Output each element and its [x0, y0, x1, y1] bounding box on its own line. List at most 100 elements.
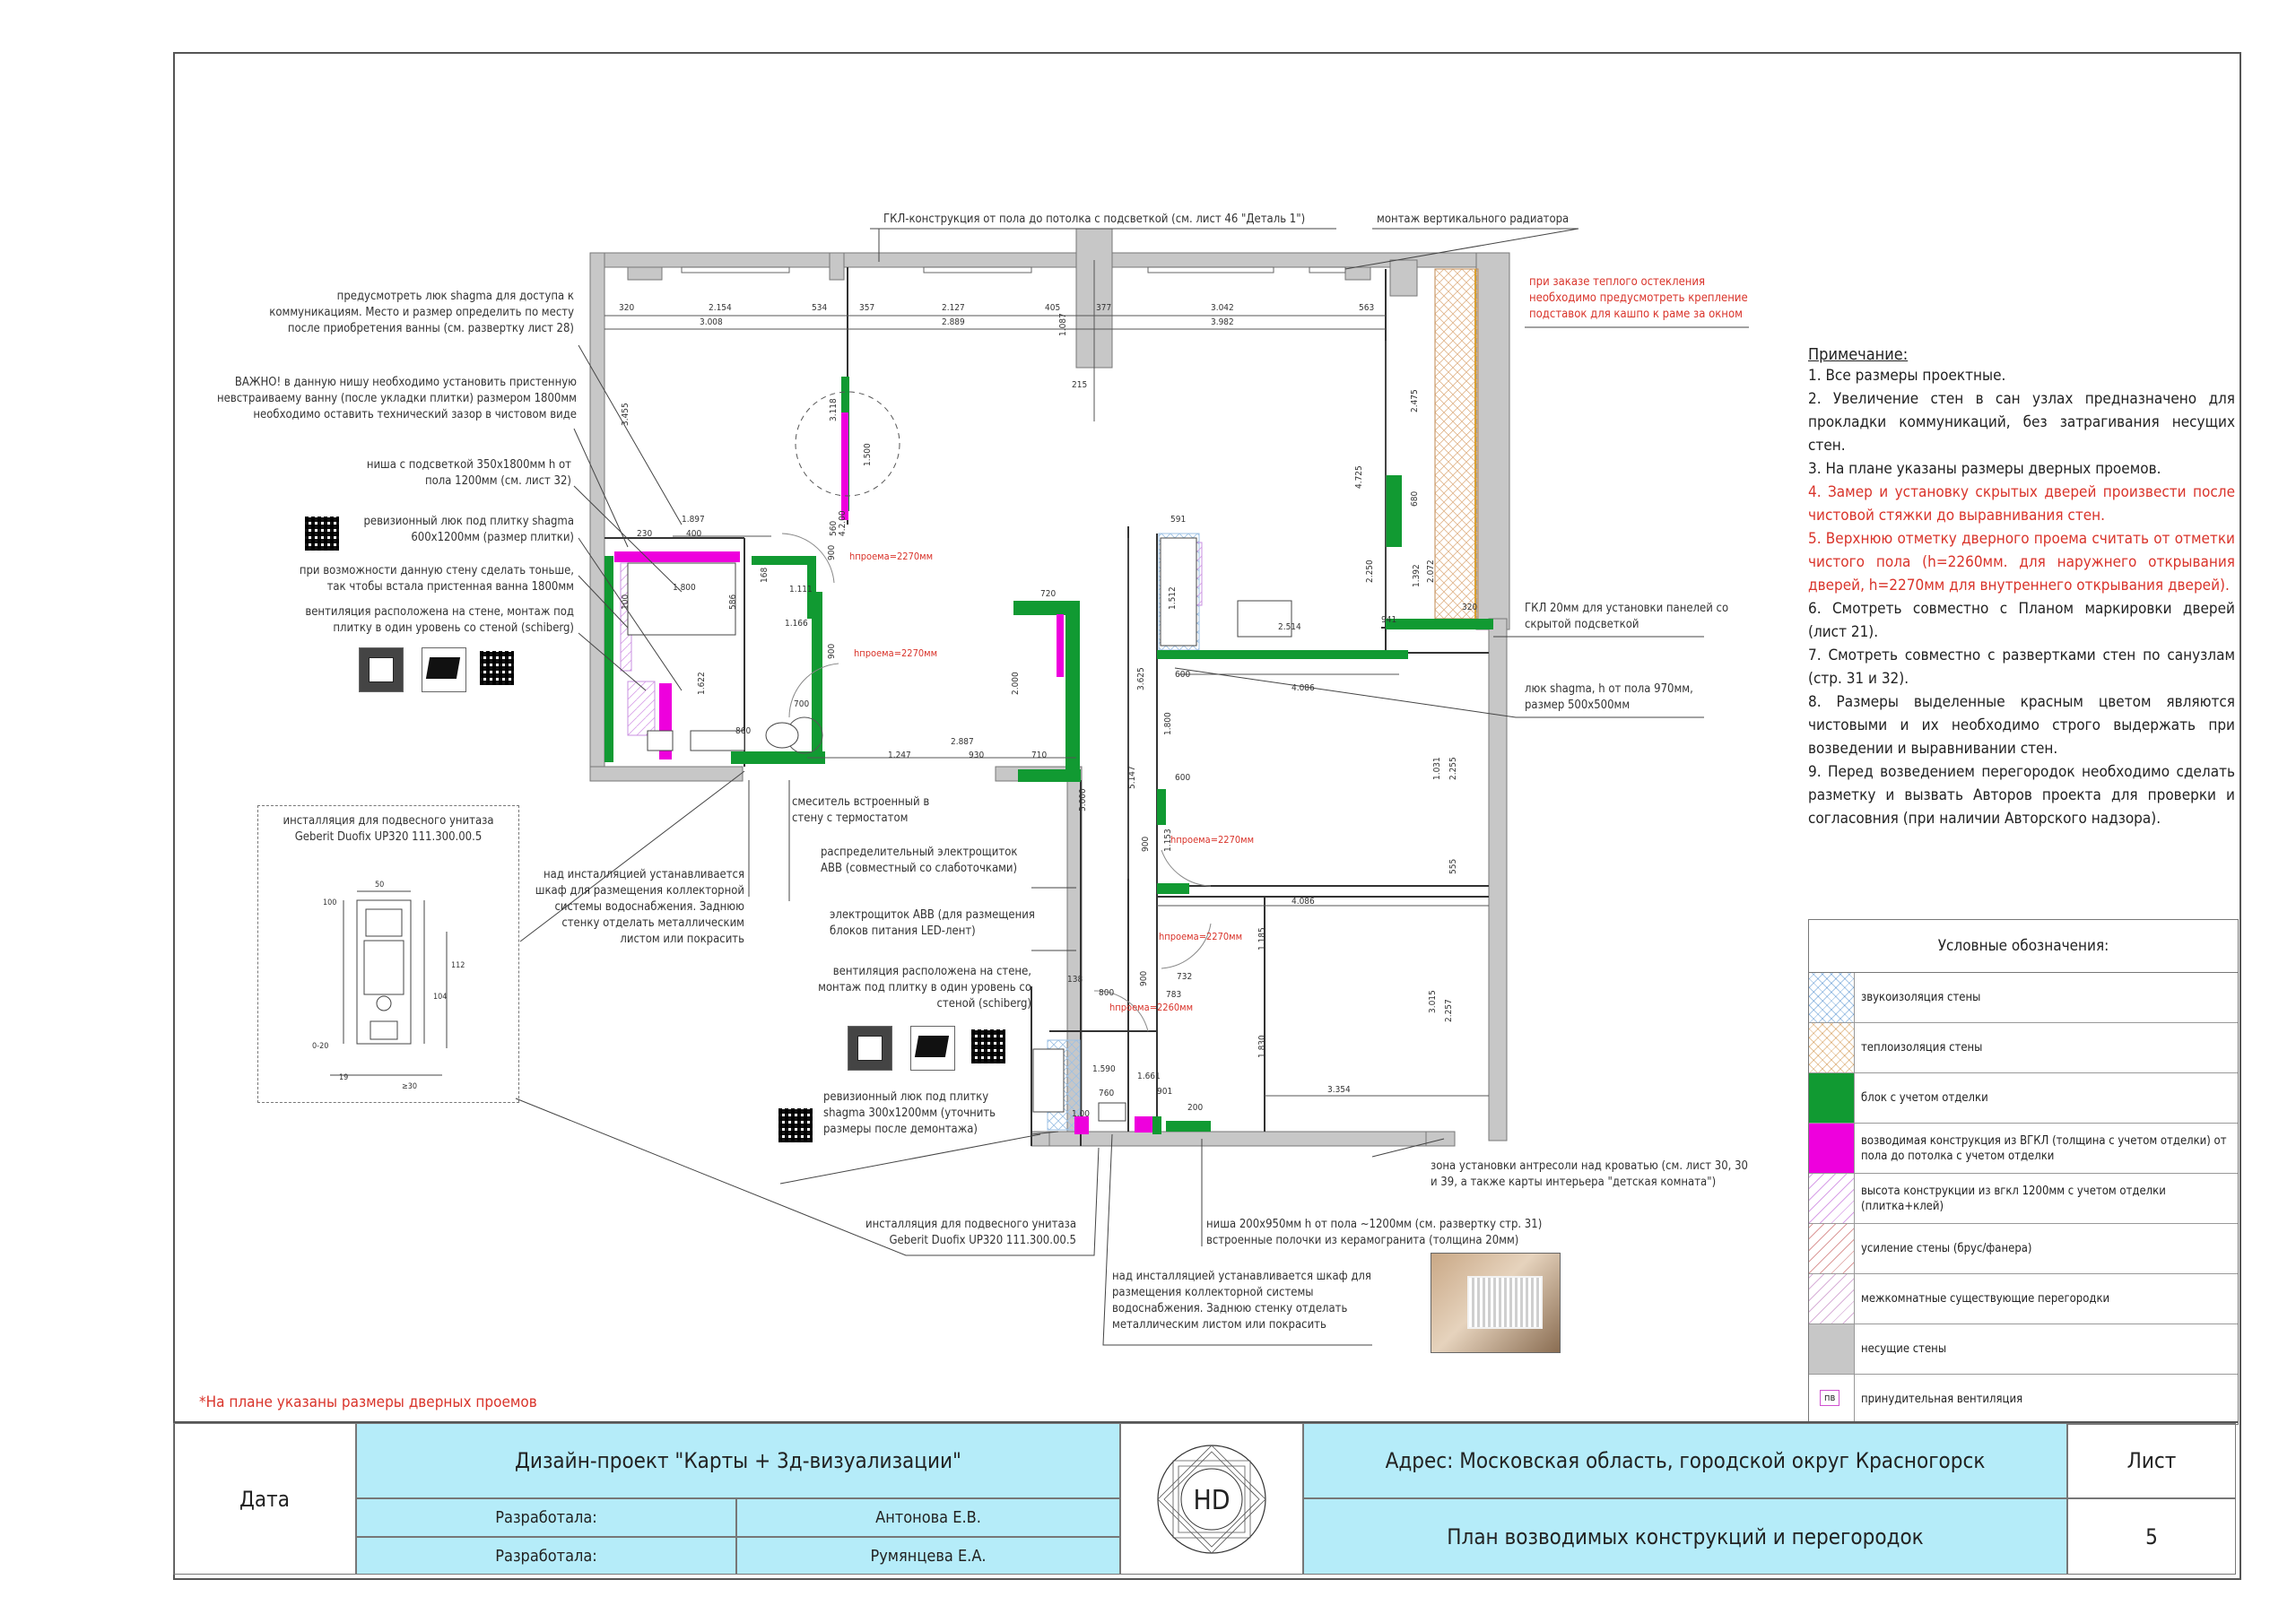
door-height-label: hпроема=2270мм: [1170, 834, 1254, 846]
svg-text:3.982: 3.982: [1211, 317, 1234, 327]
svg-text:1.661: 1.661: [1137, 1072, 1161, 1081]
legend-swatch: [1809, 973, 1855, 1022]
svg-text:104: 104: [433, 993, 447, 1002]
legend-row: блок с учетом отделки: [1809, 1073, 2238, 1124]
callout-radiator: монтаж вертикального радиатора: [1377, 213, 1570, 226]
vent-grille-photo: [910, 1026, 955, 1071]
developer-label-1: Разработала:: [356, 1498, 736, 1537]
vent-grille-photo: [848, 1026, 892, 1071]
callout-mixer: смеситель встроенный в стену с термостат…: [792, 795, 930, 825]
callout-collector-2: над инсталляцией устанавливается шкаф дл…: [1112, 1270, 1371, 1332]
svg-text:534: 534: [812, 303, 827, 313]
developer-label-2: Разработала:: [356, 1537, 736, 1575]
callout-gkl-20: ГКЛ 20мм для установки панелей со скрыто…: [1525, 602, 1729, 631]
svg-text:≥30: ≥30: [402, 1082, 417, 1091]
developer-name-2: Румянцева Е.А.: [736, 1537, 1120, 1575]
note-item: 1. Все размеры проектные.: [1808, 367, 2006, 385]
svg-text:405: 405: [1045, 303, 1060, 313]
sheet-number: 5: [2067, 1498, 2236, 1575]
callout-shagma-2: люк shagma, h от пола 970мм, размер 500х…: [1525, 682, 1693, 712]
svg-text:860: 860: [735, 726, 751, 736]
callout-niche-light: ниша с подсветкой 350х1800мм h от пола 1…: [366, 458, 571, 488]
svg-text:2.072: 2.072: [1426, 560, 1436, 583]
svg-text:2.127: 2.127: [942, 303, 965, 313]
qr-code-icon: [971, 1029, 1005, 1063]
legend: Условные обозначения: звукоизоляция стен…: [1808, 919, 2239, 1425]
legend-label: высота конструкции из вгкл 1200мм с учет…: [1861, 1184, 2166, 1213]
svg-text:941: 941: [1381, 615, 1396, 625]
svg-text:230: 230: [637, 529, 652, 539]
svg-text:720: 720: [1040, 589, 1056, 599]
svg-text:377: 377: [1096, 303, 1111, 313]
legend-swatch: [1809, 1174, 1855, 1223]
legend-swatch: [1809, 1324, 1855, 1374]
svg-text:900: 900: [1139, 971, 1149, 986]
svg-text:600: 600: [1175, 670, 1190, 680]
svg-text:0-20: 0-20: [312, 1042, 328, 1051]
svg-text:3.625: 3.625: [1136, 667, 1146, 690]
legend-swatch: [1809, 1023, 1855, 1072]
note-item: 7. Смотреть совместно с развертками стен…: [1808, 647, 2235, 688]
svg-text:357: 357: [859, 303, 874, 313]
legend-row: усиление стены (брус/фанера): [1809, 1224, 2238, 1274]
svg-text:1.897: 1.897: [682, 515, 705, 525]
callout-mezzanine: зона установки антресоли над кроватью (с…: [1431, 1159, 1748, 1189]
svg-text:1.185: 1.185: [1257, 927, 1267, 950]
qr-code-icon: [778, 1108, 813, 1142]
callout-abb-panel: распределительный электрощиток ABB (совм…: [821, 846, 1018, 875]
note-item: 4. Замер и установку скрытых дверей прои…: [1808, 483, 2235, 525]
svg-text:2.250: 2.250: [1365, 560, 1375, 583]
svg-text:1.111: 1.111: [789, 585, 813, 595]
svg-text:200: 200: [1187, 1103, 1203, 1113]
svg-text:591: 591: [1170, 515, 1186, 525]
legend-row: высота конструкции из вгкл 1200мм с учет…: [1809, 1174, 2238, 1224]
svg-text:50: 50: [375, 881, 384, 890]
legend-label: усиление стены (брус/фанера): [1861, 1242, 2032, 1255]
bearing-walls: [589, 228, 1510, 1147]
callout-collector-1: над инсталляцией устанавливается шкаф дл…: [535, 868, 744, 946]
svg-text:586: 586: [728, 595, 738, 610]
svg-text:168: 168: [760, 568, 770, 583]
svg-text:600: 600: [1175, 773, 1190, 783]
dimension-lines: [604, 260, 1489, 1097]
svg-text:3.354: 3.354: [1327, 1085, 1351, 1095]
date-label: Дата: [173, 1423, 356, 1575]
svg-text:1.512: 1.512: [1168, 586, 1178, 610]
svg-text:2.257: 2.257: [1444, 999, 1454, 1022]
svg-text:2.154: 2.154: [709, 303, 732, 313]
legend-row: звукоизоляция стены: [1809, 973, 2238, 1023]
note-item: 6. Смотреть совместно с Планом маркировк…: [1808, 600, 2235, 641]
svg-text:5.000: 5.000: [1078, 788, 1088, 812]
svg-text:4.2.00: 4.2.00: [838, 510, 848, 536]
svg-text:1.087: 1.087: [1058, 313, 1068, 336]
callout-rev-hatch-2: ревизионный люк под плитку shagma 300х12…: [823, 1090, 996, 1136]
legend-swatch: пв: [1809, 1375, 1855, 1424]
svg-text:900: 900: [827, 545, 837, 560]
svg-text:3.118: 3.118: [829, 398, 839, 421]
svg-text:1.590: 1.590: [1092, 1064, 1116, 1074]
installation-drawing: инсталляция для подвесного унитаза Geber…: [257, 805, 519, 1103]
svg-text:560: 560: [829, 521, 839, 536]
legend-title: Условные обозначения:: [1809, 920, 2238, 973]
svg-text:900: 900: [827, 644, 837, 659]
svg-text:1.500: 1.500: [863, 443, 873, 466]
legend-row: возводимая конструкция из ВГКЛ (толщина …: [1809, 1124, 2238, 1174]
windows: [681, 266, 1346, 273]
svg-text:2.514: 2.514: [1278, 622, 1301, 632]
legend-row: межкомнатные существующие перегородки: [1809, 1274, 2238, 1324]
legend-label: несущие стены: [1861, 1342, 1947, 1356]
footnote: *На плане указаны размеры дверных проемо…: [199, 1393, 537, 1411]
callout-rev-hatch-1: ревизионный люк под плитку shagma 600х12…: [363, 515, 574, 544]
svg-text:555: 555: [1448, 859, 1458, 874]
svg-text:4.086: 4.086: [1292, 683, 1315, 693]
svg-text:2.887: 2.887: [951, 737, 974, 747]
title-block: Дата Дизайн-проект "Карты + 3д-визуализа…: [173, 1421, 2238, 1576]
callout-glazing: при заказе теплого остекления необходимо…: [1529, 275, 1748, 321]
legend-row: пв принудительная вентиляция: [1809, 1375, 2238, 1424]
legend-label: межкомнатные существующие перегородки: [1861, 1292, 2110, 1306]
svg-text:3.455: 3.455: [621, 403, 631, 426]
vent-grille-photo: [359, 647, 404, 692]
svg-text:680: 680: [1410, 491, 1420, 507]
svg-text:3.008: 3.008: [700, 317, 723, 327]
